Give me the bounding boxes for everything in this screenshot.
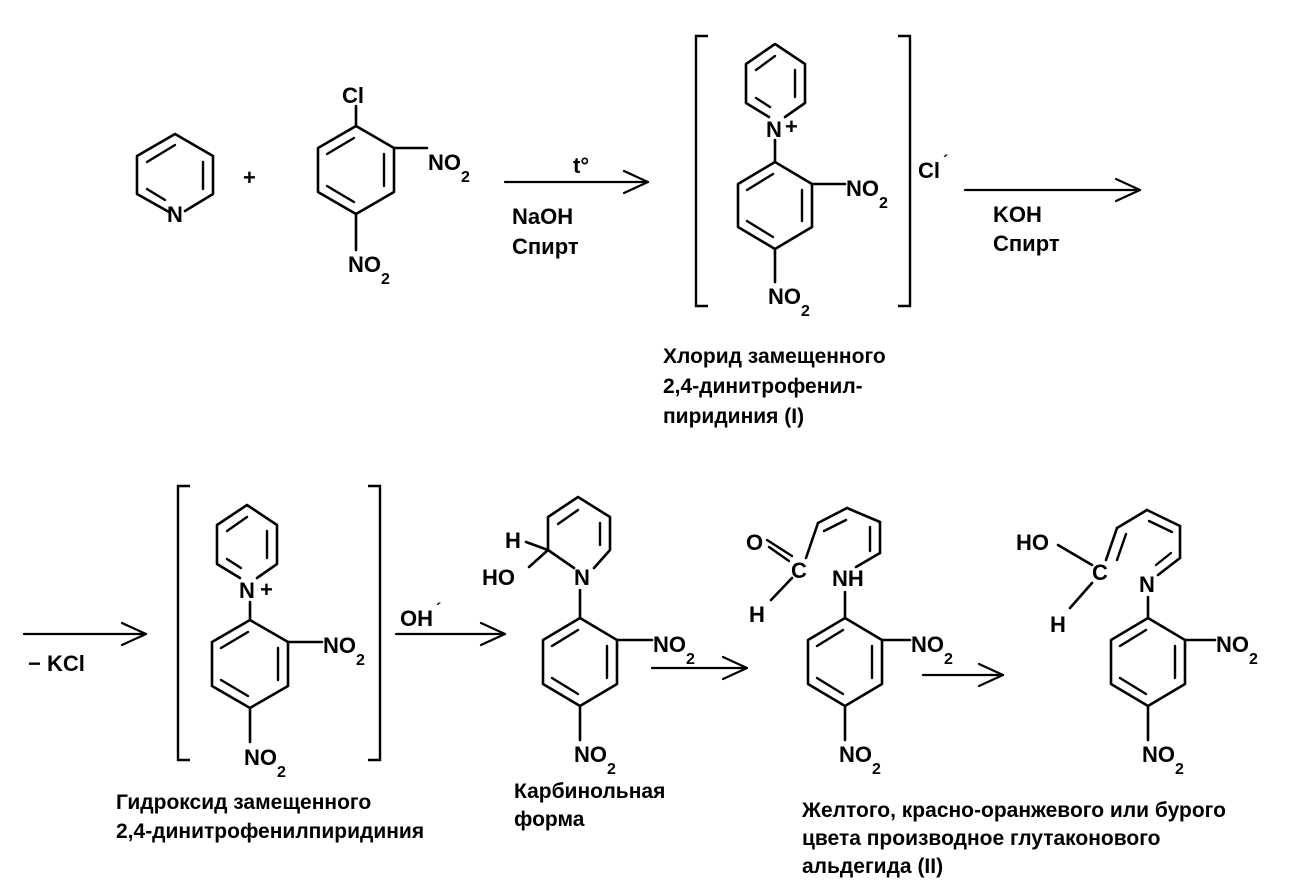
nitro-group-label: NO2 — [244, 745, 286, 781]
svg-text:пиридиния (I): пиридиния (I) — [663, 405, 804, 428]
glutaconic-aldehyde-molecule: O C NH H NO2 NO2 — [746, 506, 953, 778]
carbinol-caption: Карбинольная форма — [514, 780, 665, 831]
reaction-arrow-4: OH´ — [394, 601, 507, 647]
nitro-group-label: NO2 — [653, 632, 695, 668]
nitro-group-label: NO2 — [768, 284, 810, 320]
arrow-condition-koh: KOH — [993, 202, 1042, 227]
imine-n-label: N — [1139, 572, 1155, 597]
product-1-caption: Хлорид замещенного 2,4-динитрофенил- пир… — [663, 345, 886, 428]
pyridinium-n-label: N — [239, 578, 255, 603]
nitro-group-label: NO2 — [348, 252, 390, 288]
reaction-arrow-3: − KCl — [22, 621, 148, 676]
hydroxide-caption: Гидроксид замещенного 2,4-динитрофенилпи… — [116, 791, 424, 843]
svg-text:2,4-динитрофенилпиридиния: 2,4-динитрофенилпиридиния — [116, 820, 424, 843]
svg-text:цвета производное глутаконовог: цвета производное глутаконового — [802, 827, 1161, 850]
positive-charge: + — [260, 577, 273, 602]
arrow-condition-naoh: NaOH — [512, 204, 573, 229]
pyridine-n-label: N — [167, 202, 183, 227]
nitro-group-label: NO2 — [839, 742, 881, 778]
svg-text:Хлорид замещенного: Хлорид замещенного — [663, 345, 886, 368]
reaction-arrow-1: t° NaOH Спирт — [503, 153, 650, 259]
chlorine-label: Cl — [342, 83, 364, 108]
ring-n-label: N — [574, 565, 590, 590]
carbon-label: C — [791, 558, 807, 583]
carbon-label: C — [1092, 560, 1108, 585]
aldehyde-hydrogen-label: H — [749, 602, 765, 627]
reaction-arrow-2: KOH Спирт — [963, 177, 1142, 256]
nitro-group-label: NO2 — [574, 742, 616, 778]
arrow-byproduct-kcl: − KCl — [28, 651, 85, 676]
svg-text:форма: форма — [514, 808, 585, 831]
carbinol-form-molecule: H HO N NO2 NO2 — [482, 495, 695, 778]
arrow-condition-solvent: Спирт — [993, 231, 1060, 256]
chloride-anion-label: Cl´ — [918, 153, 948, 183]
pyridinium-hydroxide-molecule: N + NO2 NO2 — [176, 484, 382, 781]
svg-text:Карбинольная: Карбинольная — [514, 780, 665, 803]
hydroxyl-label: HO — [1016, 530, 1049, 555]
reaction-arrow-5 — [650, 655, 749, 681]
plus-sign: + — [243, 165, 256, 190]
positive-charge: + — [785, 114, 798, 139]
svg-text:Гидроксид замещенного: Гидроксид замещенного — [116, 791, 371, 814]
svg-text:Желтого, красно-оранжевого или: Желтого, красно-оранжевого или бурого — [801, 799, 1226, 822]
glutaconic-caption: Желтого, красно-оранжевого или бурого цв… — [801, 799, 1226, 878]
chlorodinitrobenzene-molecule: Cl NO2 NO2 — [316, 83, 470, 288]
arrow-reagent-hydroxide: OH´ — [400, 601, 441, 631]
hydroxyl-label: HO — [482, 565, 515, 590]
arrow-condition-solvent: Спирт — [512, 234, 579, 259]
amine-nh-label: NH — [832, 566, 864, 591]
pyridine-molecule: N — [135, 132, 215, 227]
reaction-arrow-6 — [921, 662, 1005, 688]
pyridinium-chloride-molecule: N + NO2 NO2 Cl´ — [694, 34, 948, 320]
nitro-group-label: NO2 — [1216, 632, 1258, 668]
nitro-group-label: NO2 — [428, 150, 470, 186]
nitro-group-label: NO2 — [911, 632, 953, 668]
svg-text:2,4-динитрофенил-: 2,4-динитрофенил- — [663, 375, 863, 398]
hydrogen-label: H — [505, 528, 521, 553]
oxygen-label: O — [746, 530, 763, 555]
pyridinium-n-label: N — [766, 117, 782, 142]
glutaconic-enol-molecule: HO C H N NO2 NO2 — [1016, 508, 1258, 778]
hydrogen-label: H — [1050, 612, 1066, 637]
svg-text:альдегида (II): альдегида (II) — [802, 855, 943, 878]
nitro-group-label: NO2 — [846, 176, 888, 212]
arrow-condition-heat: t° — [573, 153, 589, 178]
nitro-group-label: NO2 — [323, 633, 365, 669]
nitro-group-label: NO2 — [1142, 742, 1184, 778]
